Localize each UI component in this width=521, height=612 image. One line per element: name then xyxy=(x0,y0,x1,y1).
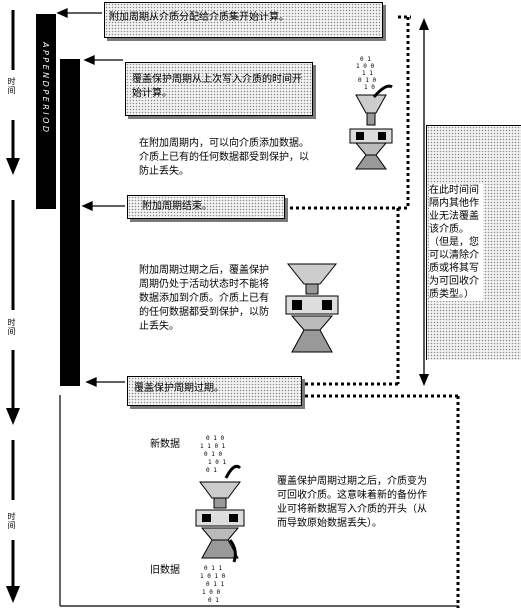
time-label: 时间 xyxy=(7,318,16,336)
side-note-panel: 在此时间间隔内其他作业无法覆盖该介质。（但是，您可以清除介质或将其写为可回收介质… xyxy=(426,125,521,360)
time-label: 时间 xyxy=(7,512,16,530)
svg-text:1 0 0: 1 0 0 xyxy=(202,589,220,596)
side-note-text: 在此时间间隔内其他作业无法覆盖该介质。（但是，您可以清除介质或将其写为可回收介质… xyxy=(429,184,483,301)
svg-text:1 0 1 0: 1 0 1 0 xyxy=(200,573,226,580)
svg-text:0 1 0: 0 1 0 xyxy=(206,435,224,442)
append-period-label: APPENDPERIOD xyxy=(41,42,50,135)
media-with-funnel-icon-2 xyxy=(285,263,339,353)
callout-append-end: 附加周期结束。 xyxy=(127,195,285,219)
media-recycle-icon: 0 1 01 1 0 10 1 0 1 0 10 1 0 1 11 0 1 00… xyxy=(195,435,245,604)
svg-text:0 1: 0 1 xyxy=(206,467,217,474)
description-after-append: 附加周期过期之后，覆盖保护周期仍处于活动状态时不能将数据添加到介质。介质上已有的… xyxy=(139,265,269,332)
svg-text:1 1 0 1: 1 1 0 1 xyxy=(200,443,226,450)
callout-overwrite-start: 覆盖保护周期从上次写入介质的时间开始计算。 xyxy=(125,62,313,116)
svg-text:1 1: 1 1 xyxy=(362,70,373,77)
svg-text:0 1 0: 0 1 0 xyxy=(358,77,376,84)
svg-text:1 0: 1 0 xyxy=(364,84,375,91)
new-data-label: 新数据 xyxy=(150,439,180,450)
append-period-bar: APPENDPERIOD xyxy=(36,14,56,209)
svg-text:1 0 1: 1 0 1 xyxy=(208,459,226,466)
callout-start: 附加周期从介质分配给介质集开始计算。 xyxy=(104,2,383,38)
time-label: 时间 xyxy=(7,77,16,95)
media-with-funnel-icon-1: 0 11 0 01 1 0 1 01 0 xyxy=(349,56,393,170)
svg-text:0 1 1: 0 1 1 xyxy=(204,565,222,572)
callout-overwrite-end: 覆盖保护周期过期。 xyxy=(127,376,302,406)
svg-text:0 1: 0 1 xyxy=(208,597,219,604)
overwrite-period-bar xyxy=(60,59,80,386)
svg-text:0 1 1: 0 1 1 xyxy=(206,581,224,588)
description-append: 在附加周期内，可以向介质添加数据。介质上已有的任何数据都受到保护，以防止丢失。 xyxy=(139,138,309,177)
old-data-label: 旧数据 xyxy=(150,565,180,576)
svg-text:0 1: 0 1 xyxy=(360,56,371,63)
svg-text:1 0 0: 1 0 0 xyxy=(356,63,374,70)
description-after-overwrite: 覆盖保护周期过期之后，介质变为可回收介质。这意味着新的备份作业可将新数据写入介质… xyxy=(277,476,427,529)
svg-text:0 1 0: 0 1 0 xyxy=(204,451,222,458)
